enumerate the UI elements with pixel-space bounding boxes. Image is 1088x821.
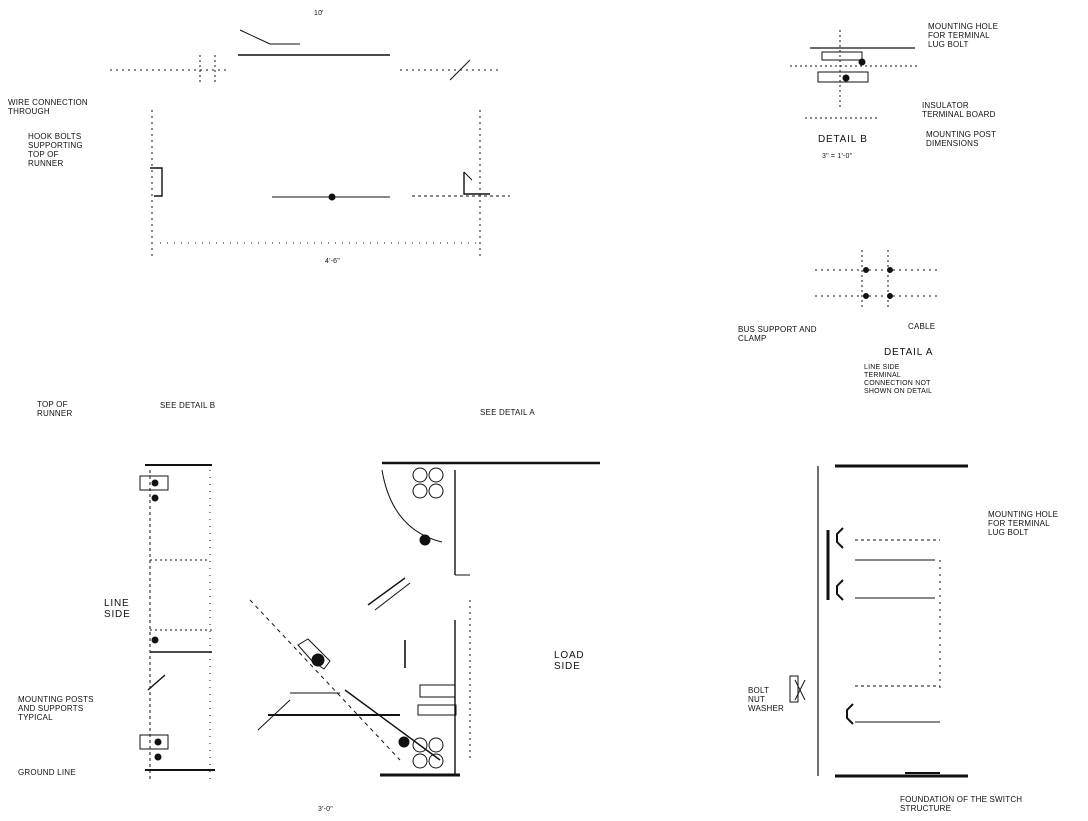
line-side-view (139, 464, 215, 780)
roller (428, 753, 444, 769)
clamp-body (821, 51, 863, 61)
roller (428, 483, 444, 499)
insulator-cap (836, 579, 844, 601)
label-detail-b-scale: 3" = 1'-0" (822, 153, 853, 160)
bolt (151, 494, 159, 502)
bolt (863, 267, 869, 273)
label-dim-top: 10' (314, 10, 324, 17)
label-wire-connection: WIRE CONNECTION THROUGH (8, 98, 88, 116)
bolt (151, 636, 159, 644)
roller (412, 467, 428, 483)
label-hook-bolts: HOOK BOLTS SUPPORTING TOP OF RUNNER (28, 132, 83, 168)
label-mount-post: MOUNTING POST DIMENSIONS (926, 130, 997, 148)
bracket-brace (463, 171, 473, 181)
bolt (887, 267, 893, 273)
roller (412, 753, 428, 769)
pivot (398, 736, 410, 748)
switch-assembly-view (249, 461, 600, 777)
label-see-detail-b: SEE DETAIL B (160, 401, 216, 410)
bolt (858, 58, 866, 66)
side-bracket (789, 675, 799, 703)
label-load-side: LOAD SIDE (554, 650, 585, 672)
label-mounting-posts: MOUNTING POSTS AND SUPPORTS TYPICAL (18, 695, 94, 722)
bracket (419, 684, 456, 698)
insulator-cap (836, 527, 844, 549)
label-dim-mid: 4'-6" (325, 258, 340, 265)
leader-line (239, 29, 271, 45)
label-detail-b: DETAIL B (818, 134, 868, 145)
label-detail-a-note: LINE SIDE TERMINAL CONNECTION NOT SHOWN … (864, 364, 933, 395)
terminal-block (817, 71, 869, 83)
arm (367, 577, 406, 606)
bolt (154, 753, 162, 761)
label-dim-bottom: 3'-0" (318, 806, 333, 813)
detail-b-drawing (790, 30, 920, 119)
roller (412, 483, 428, 499)
bracket (417, 704, 457, 716)
label-mounting-hole: MOUNTING HOLE FOR TERMINAL LUG BOLT (928, 22, 999, 49)
side-elevation-view (789, 464, 968, 778)
center-pivot (328, 193, 336, 201)
swing-path (249, 599, 401, 761)
operating-rod (344, 689, 441, 761)
label-top-of-runner: TOP OF RUNNER (37, 400, 73, 418)
label-ground-line: GROUND LINE (18, 768, 76, 777)
diagonal-brace (449, 59, 471, 81)
roller (412, 737, 428, 753)
insulator (139, 734, 169, 750)
label-see-detail-a: SEE DETAIL A (480, 408, 535, 417)
bolt (887, 293, 893, 299)
top-elevation-view (110, 29, 510, 260)
bolt (154, 738, 162, 746)
insulator (139, 475, 169, 491)
brace (147, 674, 166, 691)
label-bus-support: BUS SUPPORT AND CLAMP (738, 325, 817, 343)
label-cable: CABLE (908, 322, 936, 331)
pivot (419, 534, 431, 546)
bolt (151, 479, 159, 487)
bolt (863, 293, 869, 299)
leader (257, 699, 291, 731)
label-insulator-terminal: INSULATOR TERMINAL BOARD (922, 101, 996, 119)
brace (794, 679, 806, 701)
right-bracket (463, 172, 490, 195)
label-mounting-hole-side: MOUNTING HOLE FOR TERMINAL LUG BOLT (988, 510, 1059, 537)
upper-arc (381, 469, 443, 543)
left-bracket (150, 167, 163, 197)
label-bolt-nut-washer: BOLT NUT WASHER (748, 686, 785, 713)
hinge-pin (311, 653, 325, 667)
detail-a-drawing (815, 250, 940, 310)
insulator-cap (846, 703, 854, 725)
label-foundation: FOUNDATION OF THE SWITCH STRUCTURE (900, 795, 1023, 813)
roller (428, 737, 444, 753)
label-detail-a: DETAIL A (884, 347, 934, 358)
arm (374, 582, 411, 611)
roller (428, 467, 444, 483)
bolt (842, 74, 850, 82)
label-line-side: LINE SIDE (104, 598, 131, 620)
